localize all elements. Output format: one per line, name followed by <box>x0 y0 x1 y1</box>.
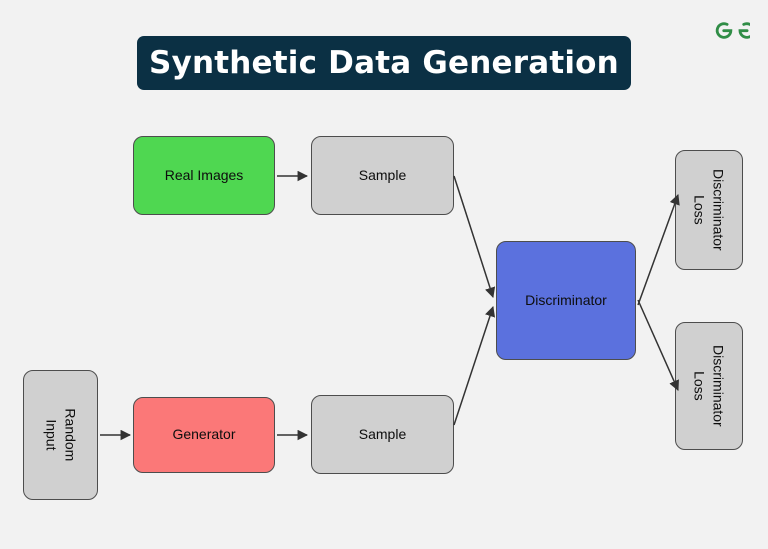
node-sample-fake[interactable]: Sample <box>311 395 454 474</box>
node-discriminator-loss-bottom-label-line1: Discriminator <box>710 345 727 427</box>
node-generator-label: Generator <box>172 426 236 443</box>
node-discriminator-loss-bottom-label: Discriminator Loss <box>690 345 728 427</box>
node-discriminator-loss-top-label: Discriminator Loss <box>690 169 728 251</box>
edge-sample-real-to-discriminator <box>453 175 496 298</box>
node-random-input-label-line1: Random <box>62 408 79 462</box>
node-discriminator-loss-top[interactable]: Discriminator Loss <box>675 150 743 270</box>
edge-sample-fake-to-discriminator <box>453 306 496 426</box>
node-random-input-label-line2: Input <box>43 419 60 451</box>
node-generator[interactable]: Generator <box>133 397 275 473</box>
node-real-images[interactable]: Real Images <box>133 136 275 215</box>
page-title-banner: Synthetic Data Generation <box>137 36 631 90</box>
node-real-images-label: Real Images <box>164 166 244 183</box>
node-discriminator-loss-top-label-line2: Loss <box>692 195 708 225</box>
page-title: Synthetic Data Generation <box>149 45 619 81</box>
edge-discriminator-to-loss-top <box>637 194 680 306</box>
node-sample-real-label: Sample <box>358 166 407 183</box>
node-random-input-label: Random Input <box>42 409 80 462</box>
node-discriminator-loss-top-label-line1: Discriminator <box>710 169 727 251</box>
node-discriminator-loss-bottom-label-line2: Loss <box>692 371 708 401</box>
node-discriminator[interactable]: Discriminator <box>496 241 636 360</box>
geeksforgeeks-logo <box>710 12 756 46</box>
node-discriminator-loss-bottom[interactable]: Discriminator Loss <box>675 322 743 450</box>
node-sample-real[interactable]: Sample <box>311 136 454 215</box>
node-discriminator-label: Discriminator <box>525 291 607 308</box>
edge-discriminator-to-loss-bottom <box>637 299 679 391</box>
node-random-input[interactable]: Random Input <box>23 370 98 500</box>
node-sample-fake-label: Sample <box>358 425 407 442</box>
